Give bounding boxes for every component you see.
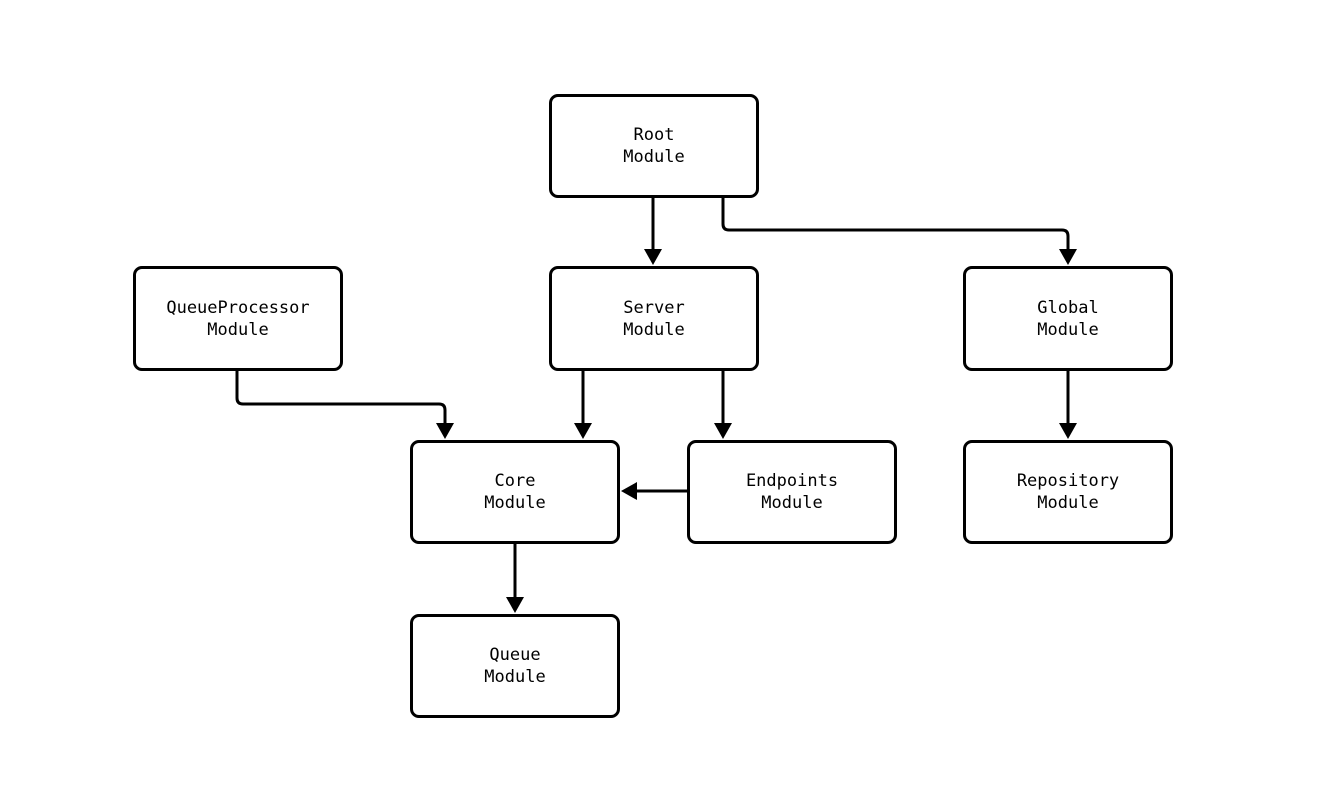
node-core-module[interactable]: Core Module [410,440,620,544]
node-queueprocessor-module[interactable]: QueueProcessor Module [133,266,343,371]
node-root-module-label-line1: Root [633,125,675,145]
node-repository-module-label-line2: Module [1037,493,1099,513]
edge-queueprocessor-to-core [235,371,454,439]
node-root-module-label-line2: Module [623,147,685,167]
node-root-module[interactable]: Root Module [549,94,759,198]
node-repository-module[interactable]: Repository Module [963,440,1173,544]
edge-root-to-server [644,198,662,265]
node-server-module-label-line2: Module [623,319,685,340]
edge-global-to-repository [1059,371,1077,439]
edge-core-to-queue [506,544,524,613]
node-endpoints-module-label-line2: Module [761,493,823,513]
node-global-module-label-line1: Global [1037,297,1099,318]
node-server-module-label-line1: Server [623,297,685,318]
edge-endpoints-to-core [621,482,687,500]
node-repository-module-label-line1: Repository [1016,471,1120,491]
node-endpoints-module-label-line1: Endpoints [745,471,839,491]
node-queueprocessor-module-label-line2: Module [207,319,269,340]
node-global-module[interactable]: Global Module [963,266,1173,371]
node-queue-module[interactable]: Queue Module [410,614,620,718]
node-core-module-label-line2: Module [484,493,546,513]
node-global-module-label-line2: Module [1037,319,1099,340]
edge-root-to-global [721,198,1077,265]
edge-server-to-endpoints [714,371,732,439]
node-queue-module-label-line2: Module [484,667,546,687]
node-core-module-label-line1: Core [494,471,536,491]
node-queueprocessor-module-label-line1: QueueProcessor [166,297,310,318]
node-server-module[interactable]: Server Module [549,266,759,371]
node-endpoints-module[interactable]: Endpoints Module [687,440,897,544]
edge-server-to-core [574,371,592,439]
node-queue-module-label-line1: Queue [489,645,541,665]
